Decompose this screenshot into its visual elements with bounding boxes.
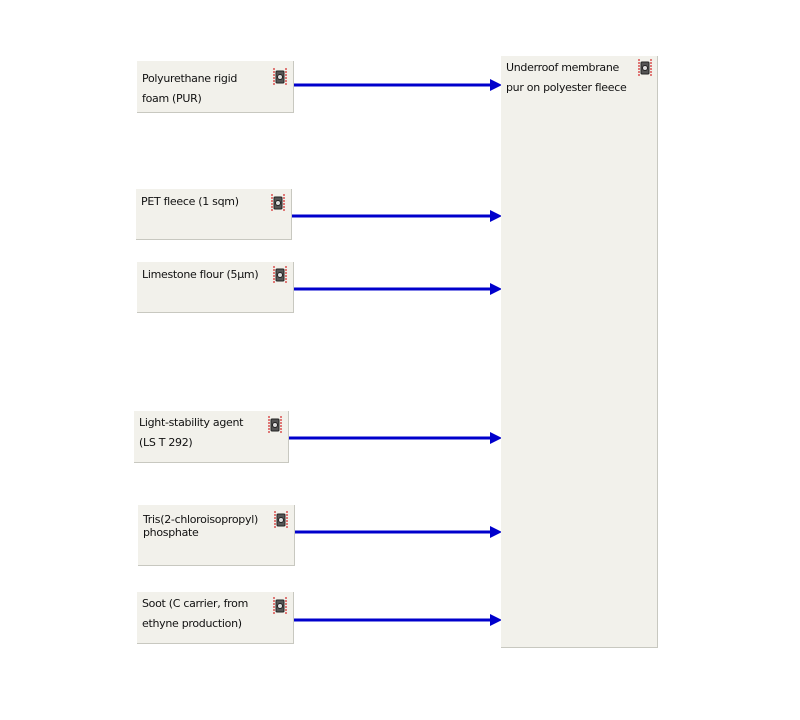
process-label: Underroof membrane pur on polyester flee… bbox=[506, 61, 627, 94]
process-label: Limestone flour (5µm) bbox=[142, 268, 259, 281]
process-gear-icon[interactable] bbox=[273, 597, 287, 615]
process-box-soot[interactable]: Soot (C carrier, from ethyne production) bbox=[137, 592, 294, 644]
process-gear-icon[interactable] bbox=[273, 266, 287, 284]
process-label: Tris(2-chloroisopropyl) phosphate bbox=[143, 513, 258, 539]
process-gear-icon[interactable] bbox=[274, 511, 288, 529]
process-box-underroof-membrane[interactable]: Underroof membrane pur on polyester flee… bbox=[501, 56, 658, 648]
process-box-light-stability-agent[interactable]: Light-stability agent (LS T 292) bbox=[134, 411, 289, 463]
process-box-tcpp[interactable]: Tris(2-chloroisopropyl) phosphate bbox=[138, 505, 295, 566]
process-box-pur[interactable]: Polyurethane rigid foam (PUR) bbox=[137, 61, 294, 113]
process-gear-icon[interactable] bbox=[638, 59, 652, 77]
process-gear-icon[interactable] bbox=[268, 416, 282, 434]
process-gear-icon[interactable] bbox=[273, 68, 287, 86]
process-label: Soot (C carrier, from ethyne production) bbox=[142, 597, 248, 630]
process-box-limestone[interactable]: Limestone flour (5µm) bbox=[137, 262, 294, 313]
process-label: PET fleece (1 sqm) bbox=[141, 195, 239, 208]
process-gear-icon[interactable] bbox=[271, 194, 285, 212]
process-label: Light-stability agent (LS T 292) bbox=[139, 416, 244, 449]
process-box-pet[interactable]: PET fleece (1 sqm) bbox=[136, 189, 292, 240]
process-label: Polyurethane rigid foam (PUR) bbox=[142, 72, 238, 105]
